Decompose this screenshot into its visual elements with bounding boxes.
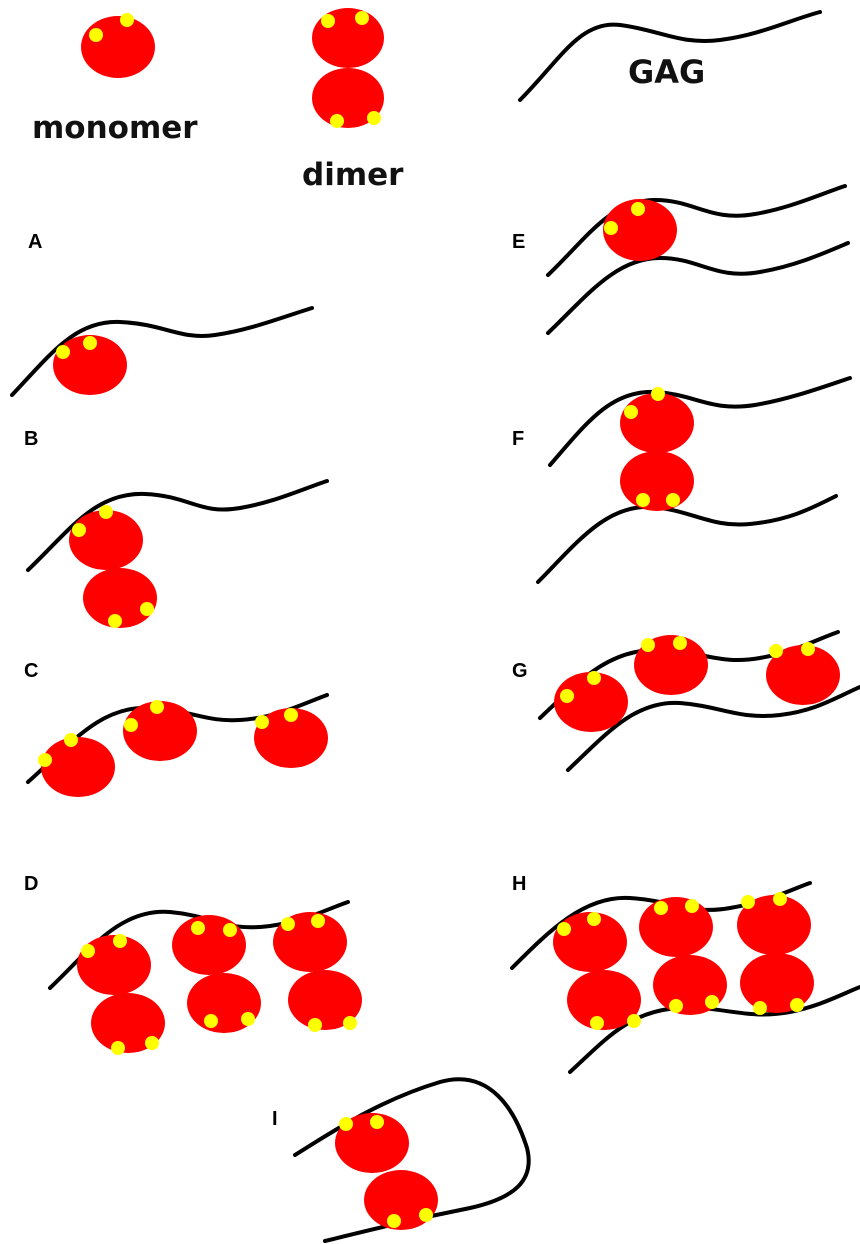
gag-chain-upper xyxy=(550,378,850,465)
panel-i: I xyxy=(272,1079,529,1241)
binding-site xyxy=(636,493,650,507)
binding-site xyxy=(741,895,755,909)
binding-site xyxy=(99,505,113,519)
binding-site xyxy=(83,336,97,350)
binding-site xyxy=(624,405,638,419)
panel-b: B xyxy=(24,428,327,628)
binding-site xyxy=(557,922,571,936)
gag-chain-lower xyxy=(538,496,836,582)
binding-site xyxy=(673,636,687,650)
binding-site xyxy=(355,11,369,25)
binding-site xyxy=(367,111,381,125)
panel-label: E xyxy=(512,231,525,253)
monomer-protein xyxy=(41,737,115,797)
gag-chain xyxy=(28,481,327,570)
binding-site xyxy=(281,917,295,931)
binding-site xyxy=(241,1012,255,1026)
binding-site xyxy=(321,14,335,28)
binding-site xyxy=(387,1214,401,1228)
binding-site xyxy=(108,614,122,628)
binding-site xyxy=(284,708,298,722)
panel-f: F xyxy=(512,378,850,582)
panel-d: D xyxy=(24,873,362,1055)
binding-site xyxy=(72,523,86,537)
binding-site xyxy=(654,901,668,915)
panel-label: I xyxy=(272,1108,278,1130)
binding-site xyxy=(769,644,783,658)
binding-site xyxy=(419,1208,433,1222)
binding-site xyxy=(560,689,574,703)
dimer-protein-top xyxy=(620,393,694,453)
binding-site xyxy=(790,998,804,1012)
binding-site xyxy=(343,1016,357,1030)
panel-label: C xyxy=(24,660,38,682)
binding-site xyxy=(311,914,325,928)
legend-dimer: dimer xyxy=(302,8,404,193)
binding-site xyxy=(773,892,787,906)
binding-site xyxy=(150,700,164,714)
binding-site xyxy=(685,899,699,913)
binding-site xyxy=(651,387,665,401)
panel-c: C xyxy=(24,660,328,797)
binding-site xyxy=(669,999,683,1013)
dimer-label: dimer xyxy=(302,157,404,193)
binding-site xyxy=(140,602,154,616)
binding-site xyxy=(255,715,269,729)
gag-chain-lower xyxy=(548,243,848,333)
panel-label: B xyxy=(24,428,38,450)
binding-site xyxy=(604,221,618,235)
binding-site xyxy=(330,114,344,128)
binding-site xyxy=(64,733,78,747)
panel-label: A xyxy=(28,231,42,253)
panel-label: G xyxy=(512,660,528,682)
dimer-protein-top xyxy=(639,897,713,957)
dimer-protein-top xyxy=(172,915,246,975)
panel-h: H xyxy=(512,873,860,1072)
binding-site xyxy=(801,642,815,656)
binding-site xyxy=(111,1041,125,1055)
binding-site xyxy=(590,1016,604,1030)
binding-site xyxy=(587,671,601,685)
panel-e: E xyxy=(512,186,848,333)
binding-site xyxy=(191,921,205,935)
legend-monomer: monomer xyxy=(32,13,198,146)
monomer-protein xyxy=(81,16,155,78)
binding-site xyxy=(223,923,237,937)
panel-g: G xyxy=(512,632,860,770)
binding-site xyxy=(370,1115,384,1129)
binding-site xyxy=(705,995,719,1009)
binding-site xyxy=(81,944,95,958)
binding-site xyxy=(56,345,70,359)
panel-a: A xyxy=(12,231,312,395)
binding-site xyxy=(666,493,680,507)
binding-site xyxy=(38,753,52,767)
panel-label: H xyxy=(512,873,526,895)
binding-site xyxy=(627,1014,641,1028)
binding-site xyxy=(753,1001,767,1015)
binding-site xyxy=(113,934,127,948)
legend: monomer dimer GAG xyxy=(32,8,820,193)
monomer-label: monomer xyxy=(32,110,198,146)
binding-site xyxy=(145,1036,159,1050)
binding-site xyxy=(120,13,134,27)
gag-label: GAG xyxy=(628,53,705,91)
binding-site xyxy=(587,912,601,926)
legend-gag: GAG xyxy=(520,12,820,100)
binding-site xyxy=(124,718,138,732)
binding-site xyxy=(89,28,103,42)
binding-site xyxy=(631,202,645,216)
binding-site xyxy=(339,1117,353,1131)
panel-label: F xyxy=(512,428,524,450)
dimer-protein-bottom xyxy=(620,451,694,511)
panel-label: D xyxy=(24,873,38,895)
binding-site xyxy=(308,1018,322,1032)
binding-site xyxy=(204,1014,218,1028)
binding-site xyxy=(641,638,655,652)
